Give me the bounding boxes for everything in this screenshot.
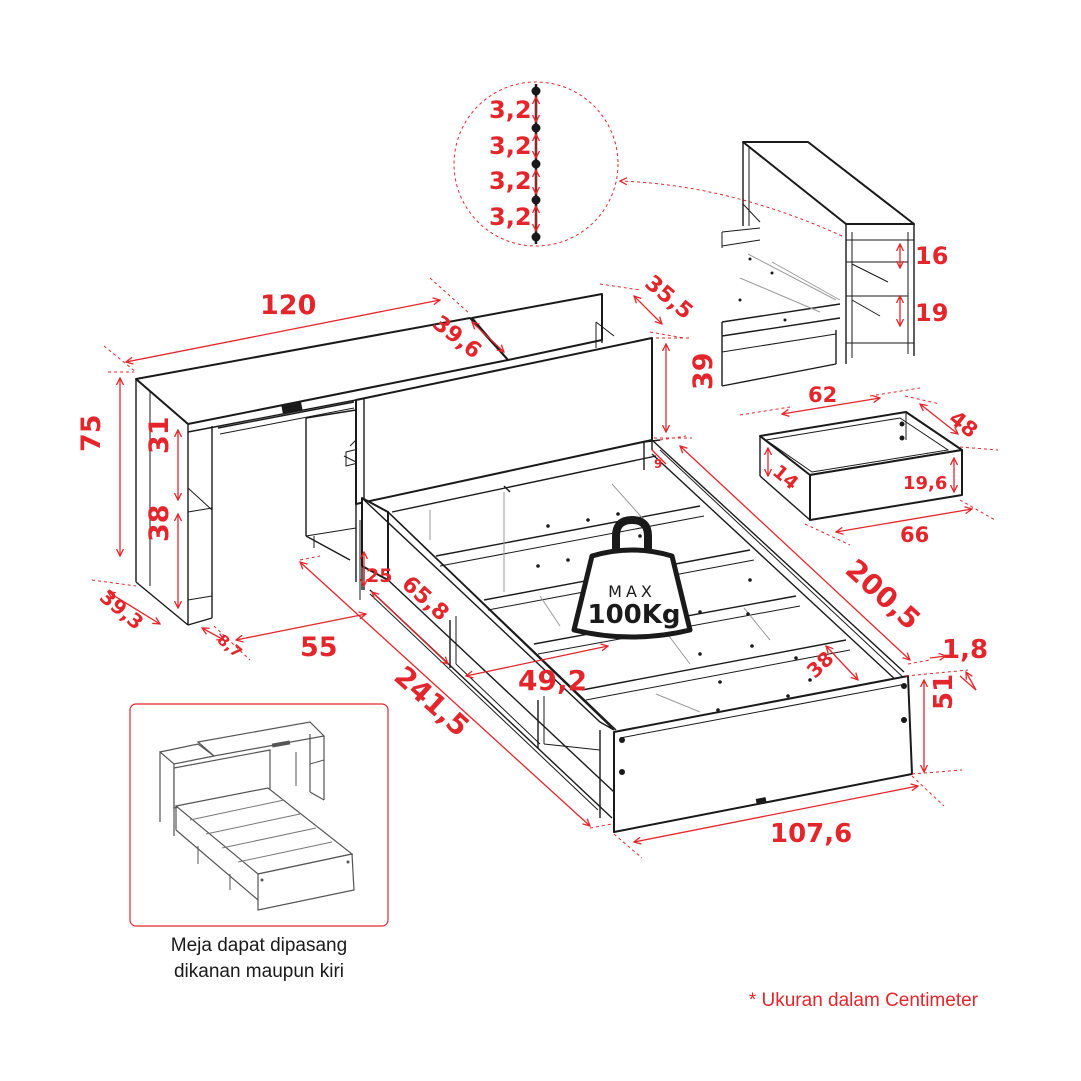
side-shelf-detail: 16 19	[721, 141, 948, 387]
drawer-detail: 62 48 14 19,6 66	[739, 383, 999, 547]
detail-circle	[453, 81, 619, 247]
hole-spacing-detail: 3,2 3,2 3,2 3,2	[453, 81, 843, 247]
dim-storage-front: 65,8	[396, 571, 453, 626]
weight-label: 100Kg	[587, 600, 680, 630]
caption-line-2: dikanan maupun kiri	[174, 961, 344, 982]
side-shelf-16: 16	[915, 242, 948, 270]
dim-top-shelf-width: 35,5	[640, 271, 698, 325]
dim-shelf-lower: 38	[144, 504, 175, 542]
hole-spacing-4: 3,2	[489, 203, 532, 231]
unit-footnote: * Ukuran dalam Centimeter	[749, 990, 979, 1011]
dim-headboard-inner: 9	[654, 457, 662, 471]
max-label: MAX	[608, 582, 656, 601]
dim-slat-depth: 38	[802, 646, 839, 683]
dim-headboard-height: 39	[688, 352, 719, 390]
dim-desk-depth: 39,3	[95, 584, 148, 634]
side-shelf-19: 19	[915, 299, 948, 327]
hole-spacing-2: 3,2	[489, 132, 532, 160]
dim-shelf-upper: 31	[144, 416, 175, 454]
dim-bed-width: 107,6	[770, 819, 852, 849]
drawer-top-width: 62	[808, 383, 837, 407]
dim-side-height: 25	[366, 565, 392, 587]
drawer-depth: 48	[945, 406, 983, 443]
dimension-lines	[91, 277, 977, 859]
caption-line-1: Meja dapat dipasang	[171, 935, 347, 956]
weight-handle-icon	[612, 515, 652, 552]
dim-foot-height: 51	[929, 674, 959, 710]
mirror-configuration-inset	[129, 703, 389, 927]
hole-spacing-3: 3,2	[489, 167, 532, 195]
dim-storage-inner: 49,2	[518, 664, 587, 697]
drawer-bottom-width: 66	[900, 523, 929, 547]
detail-pointer-arrow	[620, 181, 843, 237]
drawer-height-front: 19,6	[903, 473, 947, 494]
dim-desk-width: 120	[260, 290, 316, 321]
dim-desk-gap: 55	[300, 632, 338, 663]
dim-board-thickness: 1,8	[942, 635, 988, 665]
hole-spacing-1: 3,2	[489, 96, 532, 124]
dim-desk-height: 75	[76, 414, 107, 452]
hole-dots	[531, 86, 541, 242]
dim-desk-foot: 8,7	[214, 631, 246, 662]
dim-total-length: 241,5	[388, 659, 476, 743]
